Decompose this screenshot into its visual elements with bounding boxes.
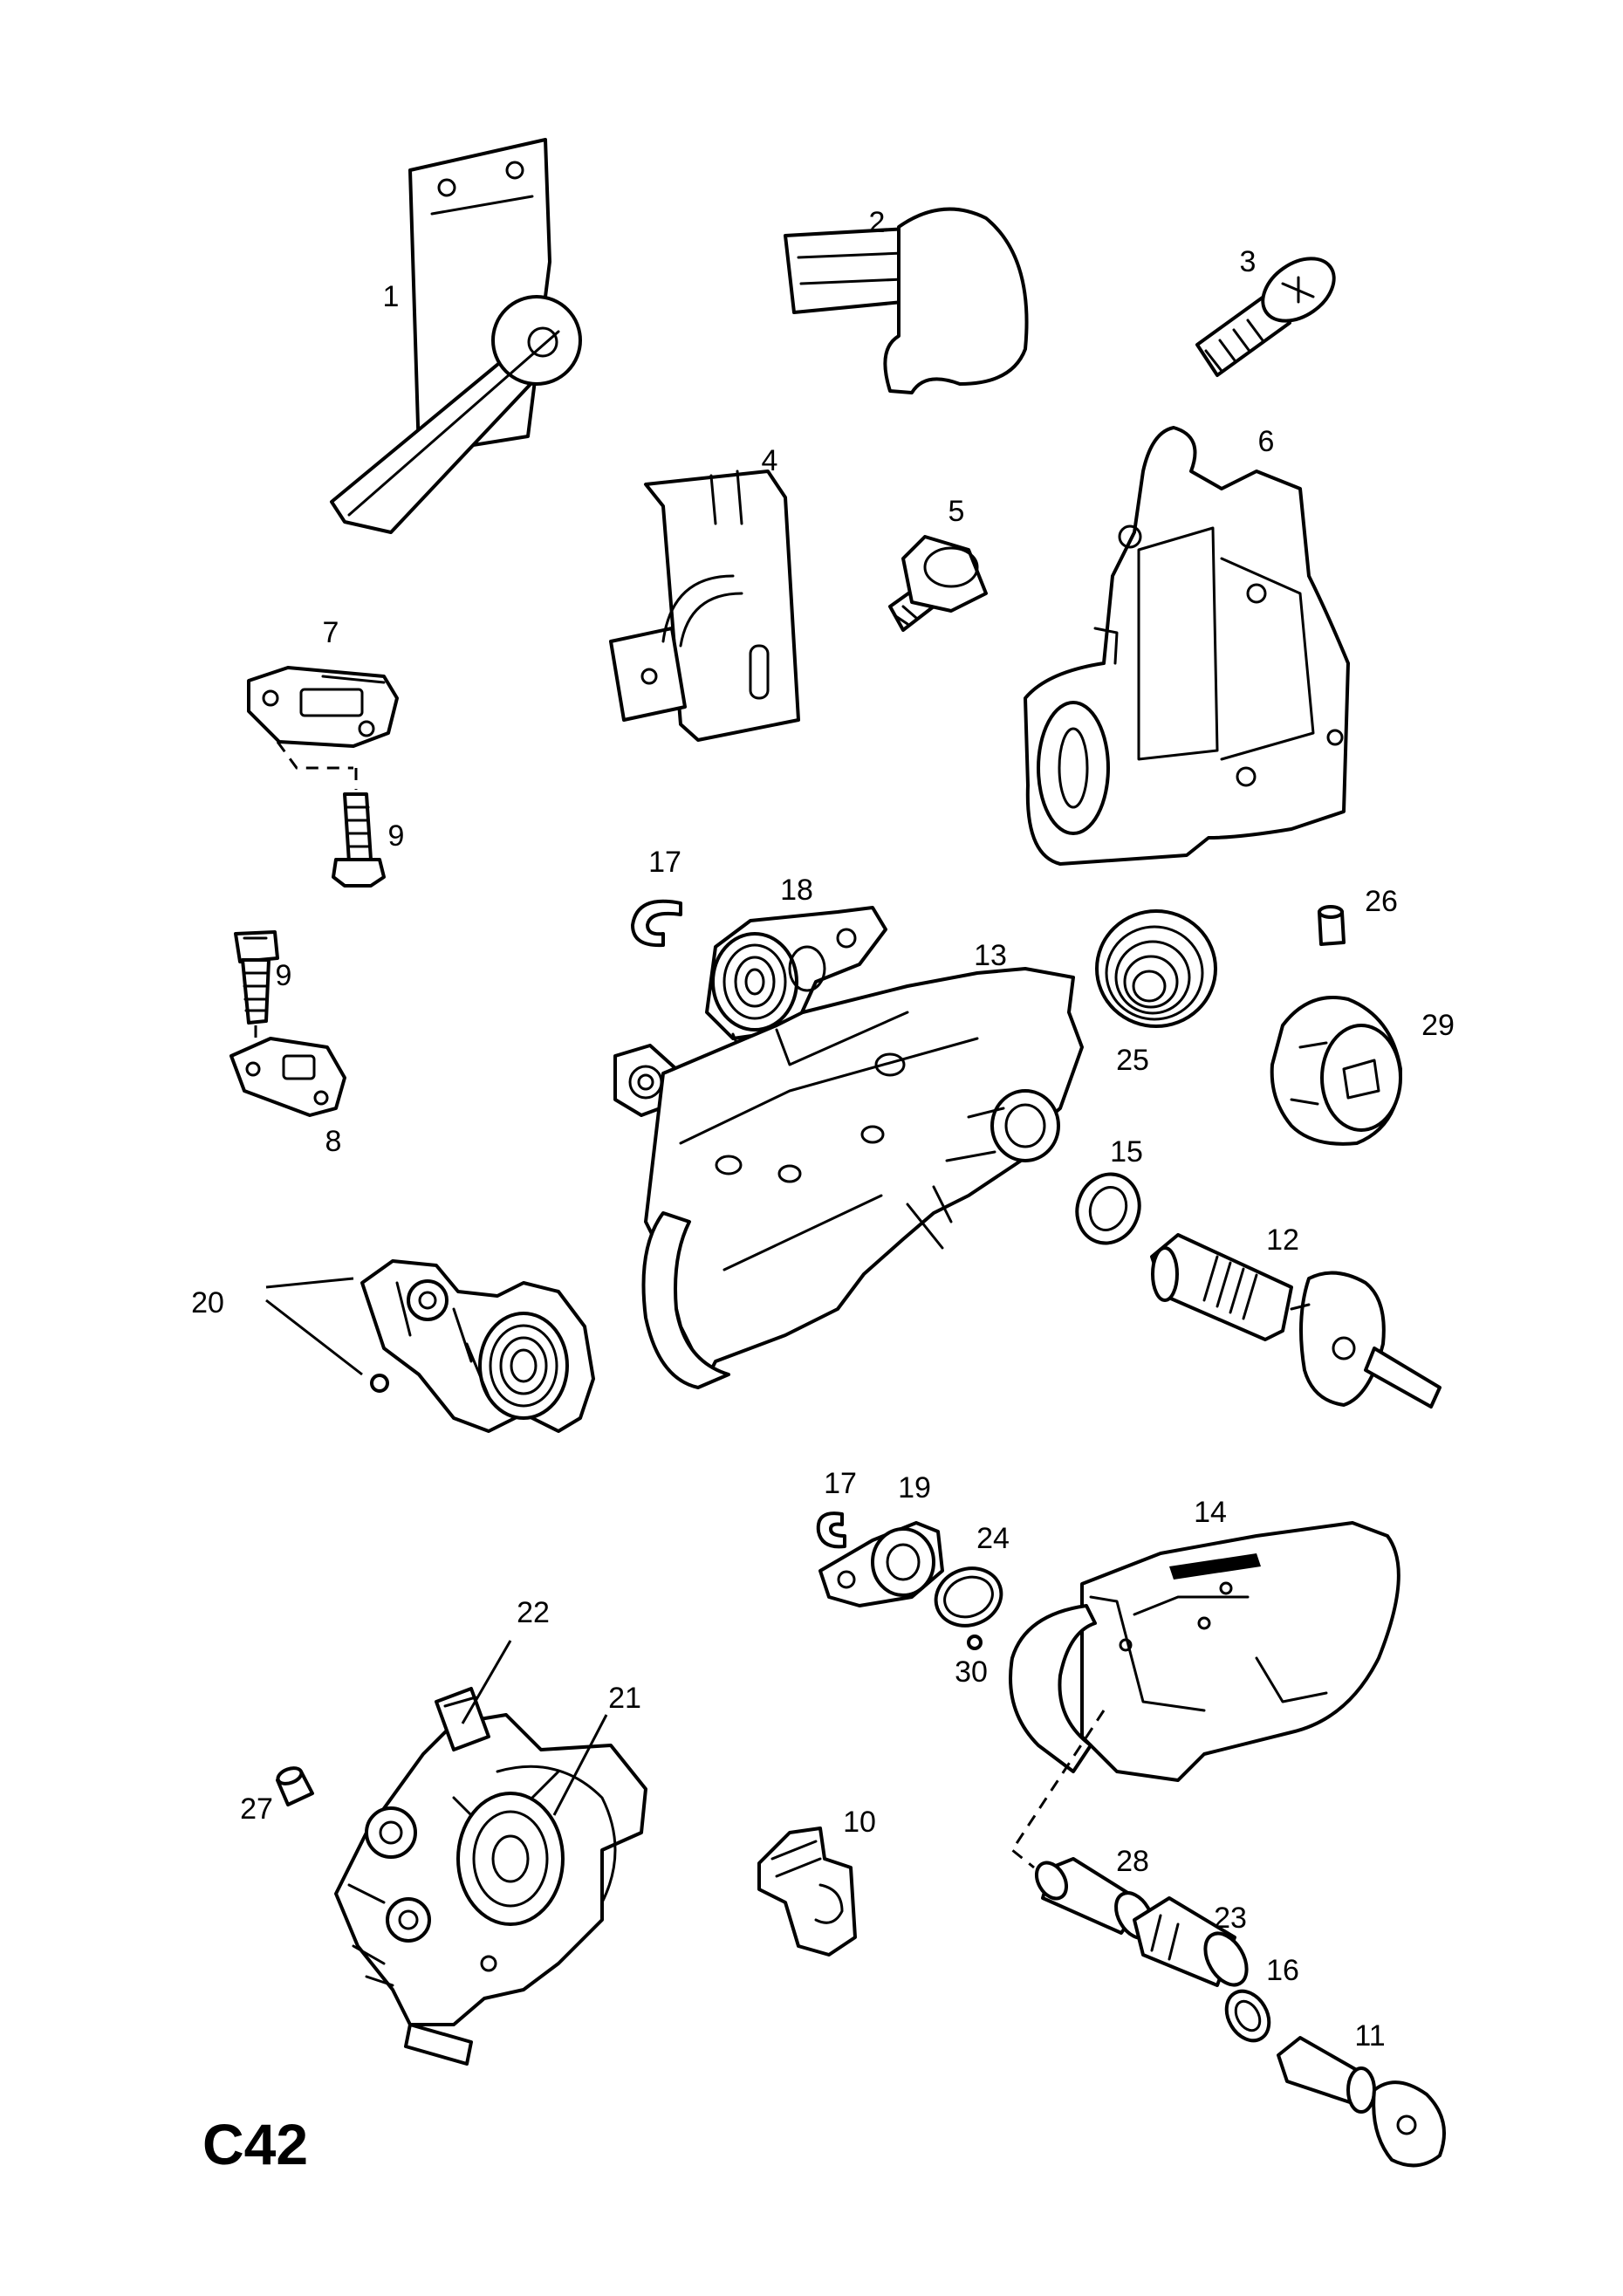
callout-labels: 1 2 3 4 5 6 7 9 9 8 17 18 13 26 29 25 15…: [191, 206, 1455, 2053]
callout-1: 1: [383, 280, 400, 313]
part-19-cam-plate: [818, 1521, 944, 1607]
part-29-cylinder-housing: [1270, 996, 1402, 1146]
callout-26: 26: [1365, 885, 1398, 918]
part-25-coil-spring: [1095, 909, 1217, 1028]
callout-13: 13: [974, 939, 1007, 972]
callout-16: 16: [1266, 1954, 1299, 1987]
callout-10: 10: [843, 1806, 876, 1839]
callout-18: 18: [780, 874, 813, 907]
part-15-ring: [1075, 1172, 1141, 1245]
callout-9-lower: 9: [276, 959, 292, 992]
leader-lines: [265, 1277, 608, 1816]
callout-29: 29: [1421, 1009, 1455, 1042]
part-27-pin: [276, 1766, 314, 1806]
callout-15: 15: [1110, 1135, 1143, 1169]
callout-5: 5: [948, 495, 965, 528]
callout-11: 11: [1354, 2019, 1385, 2053]
callout-24: 24: [976, 1522, 1010, 1555]
part-5-bolt: [888, 535, 988, 632]
part-26-pin: [1318, 905, 1346, 946]
part-4-striker-plate: [609, 469, 800, 742]
callout-2: 2: [869, 206, 886, 239]
part-1-hinge-lever: [330, 138, 582, 534]
part-23-cylinder-barrel: [1133, 1896, 1249, 1987]
callout-23: 23: [1214, 1902, 1247, 1935]
callout-17-upper: 17: [648, 846, 681, 879]
callout-30: 30: [955, 1655, 988, 1689]
part-22-lever-arm: [435, 1687, 490, 1751]
callout-9-upper: 9: [388, 819, 405, 853]
callout-8: 8: [325, 1125, 342, 1158]
part-2-handle-knob: [784, 207, 1029, 394]
callout-28: 28: [1116, 1845, 1149, 1878]
part-14-shroud-cover: [1009, 1521, 1400, 1782]
diagram-code: C42: [202, 2112, 308, 2176]
part-9-screw-upper: [332, 768, 386, 888]
part-17-eclip-lower: [816, 1511, 846, 1549]
callout-19: 19: [898, 1471, 931, 1504]
callout-22: 22: [517, 1596, 550, 1629]
part-17-eclip-upper: [631, 899, 682, 948]
part-7-latch-block: [247, 666, 399, 770]
part-21-lock-carrier: [334, 1713, 647, 2066]
callout-20: 20: [191, 1286, 224, 1319]
part-8-small-plate: [229, 1037, 346, 1117]
callout-3: 3: [1240, 245, 1257, 278]
callout-14: 14: [1194, 1496, 1227, 1529]
part-12-cylinder-with-key: [1150, 1233, 1442, 1408]
part-16-o-ring: [1224, 1989, 1271, 2043]
callout-25: 25: [1116, 1044, 1149, 1077]
callout-4: 4: [762, 444, 778, 477]
callout-21: 21: [608, 1682, 641, 1715]
callout-27: 27: [240, 1792, 273, 1826]
part-3-screw: [1195, 257, 1336, 377]
part-10-cam-follower: [757, 1827, 857, 1957]
part-13-lock-frame: [641, 967, 1084, 1389]
part-20-lock-mechanism: [360, 1259, 595, 1433]
part-30-ball: [967, 1635, 983, 1650]
part-11-key-cylinder: [1277, 2036, 1446, 2168]
part-9-screw-lower: [234, 930, 279, 1052]
callout-7: 7: [323, 616, 339, 649]
callout-17-lower: 17: [824, 1467, 857, 1500]
callout-12: 12: [1266, 1223, 1299, 1257]
part-24-ring: [934, 1566, 1003, 1628]
part-6-lock-housing: [1024, 426, 1350, 866]
callout-6: 6: [1258, 425, 1275, 458]
